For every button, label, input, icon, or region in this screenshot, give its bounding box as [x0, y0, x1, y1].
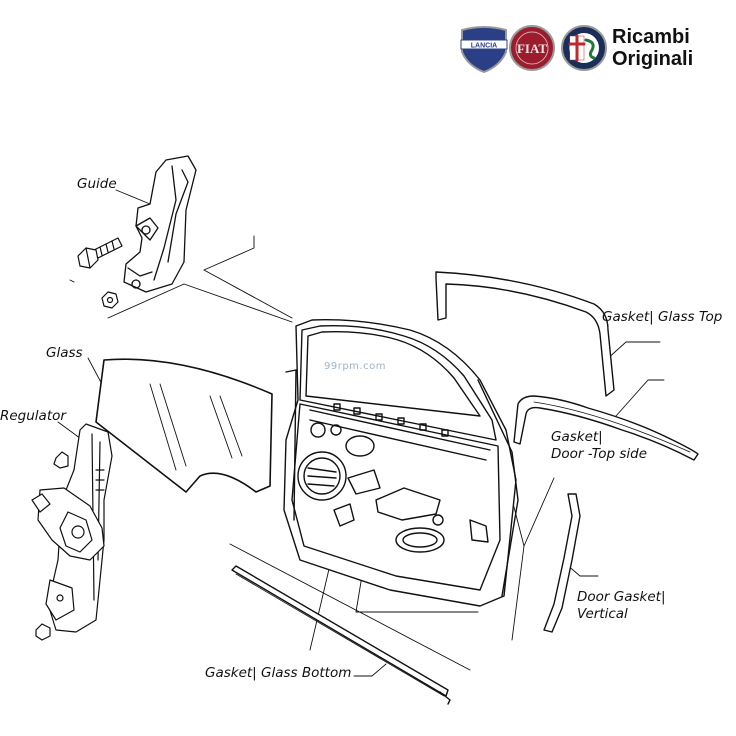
label-gasket-glass-top: Gasket| Glass Top	[602, 309, 723, 325]
fiat-logo: FIAT	[509, 25, 555, 71]
guide-part	[123, 155, 197, 293]
watermark: 99rpm.com	[324, 361, 386, 372]
glass-part	[95, 358, 273, 493]
door-panel	[283, 319, 519, 607]
door-gasket-vertical-part	[543, 493, 581, 633]
brand-line-1: Ricambi	[612, 26, 690, 48]
gasket-door-top-part	[513, 395, 699, 461]
label-gasket-door-top-2: Door -Top side	[551, 446, 648, 462]
guide-bolt	[77, 237, 123, 269]
lancia-logo-text: LANCIA	[471, 43, 497, 50]
guide-nut	[101, 291, 119, 309]
brand-line-2: Originali	[612, 48, 694, 70]
label-guide: Guide	[77, 176, 117, 192]
fiat-logo-text: FIAT	[517, 41, 547, 56]
label-door-gasket-vertical-1: Door Gasket|	[577, 589, 666, 605]
label-gasket-door-top-1: Gasket|	[551, 429, 603, 445]
label-door-gasket-vertical-2: Vertical	[577, 606, 628, 622]
lancia-logo: LANCIA	[460, 26, 508, 73]
gasket-glass-bottom-part	[231, 565, 451, 705]
alfa-romeo-logo	[561, 25, 607, 71]
label-gasket-glass-bottom: Gasket| Glass Bottom	[205, 665, 352, 681]
regulator-part	[31, 423, 113, 641]
label-regulator: Regulator	[0, 408, 66, 424]
label-glass: Glass	[46, 345, 83, 361]
gasket-glass-top-part	[435, 271, 615, 397]
